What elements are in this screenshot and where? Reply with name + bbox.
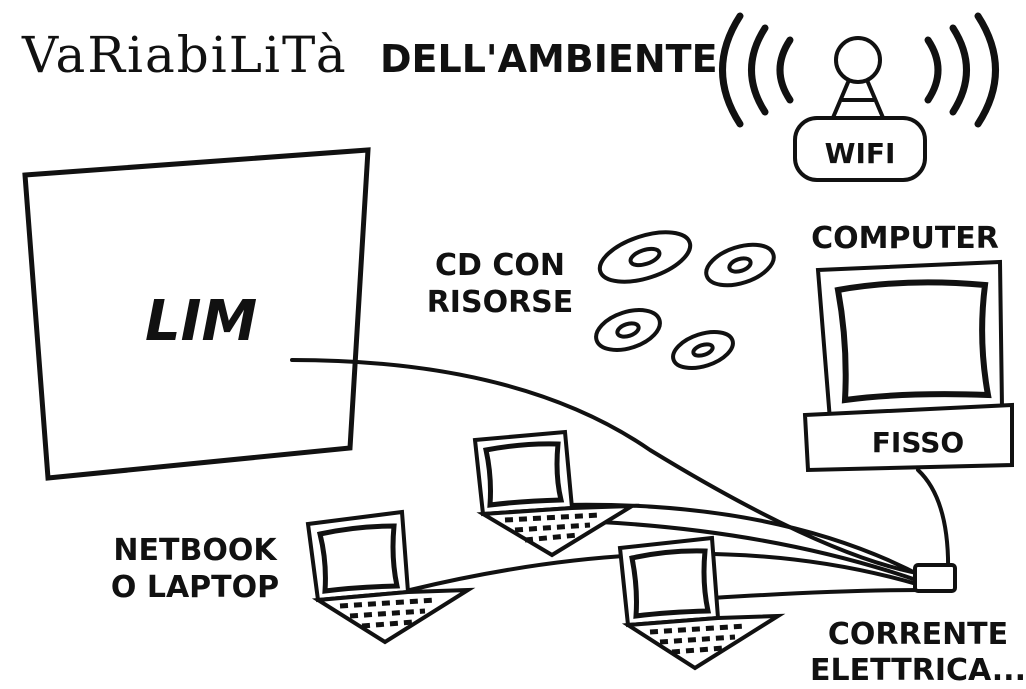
cd-disc-1 (597, 230, 693, 284)
cd-label-line1: CD CON (435, 248, 565, 283)
wifi-wave-left-1 (776, 36, 794, 104)
netbook-label-line1: NETBOOK (113, 533, 278, 568)
cable-lim (290, 358, 930, 577)
fisso-label: FISSO (872, 426, 964, 459)
laptop-icon (305, 429, 786, 671)
cd-disc-icon (594, 230, 776, 370)
page-title: VaRiabiLiTà DELL'AMBIENTE (21, 26, 718, 84)
wifi-antenna (793, 36, 927, 182)
wifi-wave-right-1 (924, 36, 942, 104)
netbook-label-line2: O LAPTOP (111, 570, 279, 605)
cd-disc-2 (704, 242, 776, 288)
desktop-monitor-icon (815, 259, 1005, 423)
laptop-top (472, 429, 640, 558)
cd-disc-3 (594, 308, 662, 352)
wifi-wave-left-2 (748, 24, 769, 116)
power-outlet-icon (913, 563, 957, 593)
laptop-left (305, 509, 476, 645)
corrente-label-line1: CORRENTE (828, 617, 1008, 652)
cable-laptop-bottom (710, 588, 924, 600)
wifi-router-icon (719, 12, 999, 128)
wifi-label: WIFI (825, 137, 896, 170)
cable-fisso (916, 468, 951, 577)
lim-label: LIM (145, 289, 257, 354)
wifi-wave-right-3 (974, 12, 999, 128)
cd-label-line2: RISORSE (427, 285, 574, 320)
cd-disc-4 (671, 330, 735, 370)
wifi-wave-left-3 (719, 12, 744, 128)
desktop-base-unit (802, 402, 1014, 473)
laptop-bottom (617, 535, 786, 671)
wifi-wave-right-2 (949, 24, 970, 116)
computer-label: COMPUTER (811, 221, 999, 256)
title-part-1: VaRiabiLiTà (21, 26, 348, 84)
title-part-2: DELL'AMBIENTE (380, 37, 718, 81)
lim-board (22, 147, 371, 481)
corrente-label-line2: ELETTRICA... (810, 653, 1026, 688)
